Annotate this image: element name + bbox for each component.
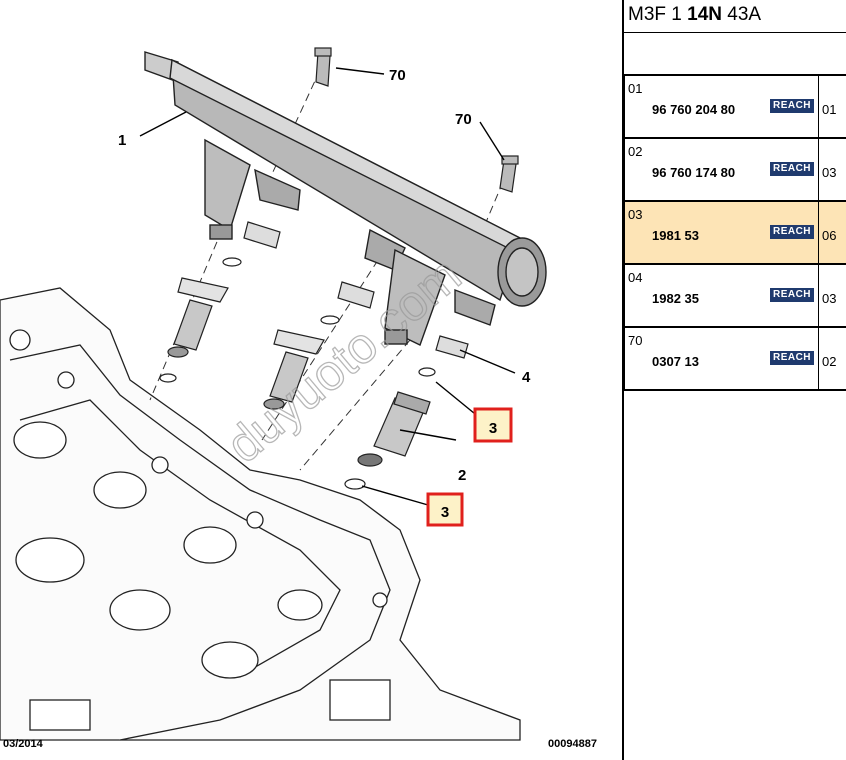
part-index: 04 <box>628 270 643 285</box>
header-divider <box>624 32 846 33</box>
clips <box>243 221 469 359</box>
part-quantity: 02 <box>822 354 837 369</box>
part-index: 02 <box>628 144 643 159</box>
parts-panel: M3F 1 14N 43A 01 96 760 204 80 REACH 01 … <box>624 0 846 760</box>
part-row-70[interactable]: 70 0307 13 REACH 02 <box>624 328 846 391</box>
leader-lines <box>139 67 516 506</box>
injectors <box>159 257 436 490</box>
part-reference: 1982 35 <box>652 291 699 306</box>
reach-badge: REACH <box>770 288 814 302</box>
reach-badge: REACH <box>770 99 814 113</box>
part-reference: 0307 13 <box>652 354 699 369</box>
part-row-02[interactable]: 02 96 760 174 80 REACH 03 <box>624 139 846 202</box>
part-quantity: 03 <box>822 165 837 180</box>
part-row-03[interactable]: 03 1981 53 REACH 06 <box>624 202 846 265</box>
callout-bolt-left: 70 <box>389 67 406 84</box>
reach-badge: REACH <box>770 225 814 239</box>
callout-rail: 1 <box>118 132 126 149</box>
cylinder-head <box>0 287 521 741</box>
part-index: 01 <box>628 81 643 96</box>
panel-divider <box>622 0 624 760</box>
part-quantity: 01 <box>822 102 837 117</box>
part-quantity: 03 <box>822 291 837 306</box>
part-quantity: 06 <box>822 228 837 243</box>
callout-seal-upper: 3 <box>489 420 497 437</box>
reach-badge: REACH <box>770 351 814 365</box>
callout-injector: 2 <box>458 467 466 484</box>
model-code-bold: 14N <box>687 4 722 25</box>
model-code-suffix: 43A <box>727 4 762 25</box>
part-reference: 1981 53 <box>652 228 699 243</box>
exploded-diagram: duyuoto.com 1 70 70 2 4 3 3 03/2014 0009… <box>0 47 597 750</box>
model-code: M3F 1 14N 43A <box>628 4 761 26</box>
part-reference: 96 760 204 80 <box>652 102 736 117</box>
diagram-date: 03/2014 <box>3 738 43 750</box>
part-index: 03 <box>628 207 643 222</box>
bolt-right <box>499 155 519 193</box>
callout-seal-lower-box[interactable]: 3 <box>426 492 464 527</box>
watermark: duyuoto.com <box>216 247 471 474</box>
part-reference: 96 760 174 80 <box>652 165 736 180</box>
callout-seal-upper-box[interactable]: 3 <box>473 407 513 443</box>
drawing-number: 00094887 <box>548 738 597 750</box>
parts-table: 01 96 760 204 80 REACH 01 02 96 760 174 … <box>624 74 846 391</box>
model-code-prefix: M3F 1 <box>628 4 682 25</box>
part-row-04[interactable]: 04 1982 35 REACH 03 <box>624 265 846 328</box>
callout-clip: 4 <box>522 369 531 386</box>
diagram-drawing: duyuoto.com 1 70 70 2 4 3 3 <box>0 47 547 741</box>
callout-bolt-right: 70 <box>455 111 472 128</box>
callout-seal-lower: 3 <box>441 504 449 521</box>
fuel-rail <box>144 51 547 346</box>
bolt-left <box>314 47 332 87</box>
reach-badge: REACH <box>770 162 814 176</box>
part-index: 70 <box>628 333 643 348</box>
part-row-01[interactable]: 01 96 760 204 80 REACH 01 <box>624 76 846 139</box>
